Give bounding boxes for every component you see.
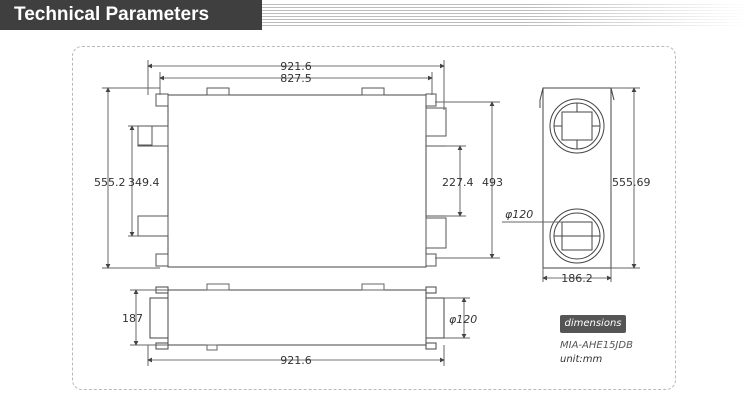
side-port-lower-outer <box>549 208 605 264</box>
dim-bottom-height: 187 <box>122 312 143 325</box>
top-right-port-lower <box>425 217 447 249</box>
top-bracket-2 <box>361 87 385 96</box>
dimensions-badge: dimensions <box>560 315 626 333</box>
top-left-port-upper-box <box>137 125 169 147</box>
header-stripes-decoration <box>262 4 750 26</box>
section-title: Technical Parameters <box>0 0 262 30</box>
dim-bottom-width: 921.6 <box>280 354 312 367</box>
dim-bottom-port-diameter: φ120 <box>449 313 477 326</box>
top-bracket-1 <box>206 87 230 96</box>
side-port-upper-outer <box>549 98 605 154</box>
bottom-view-body <box>167 289 427 346</box>
side-view-flap-right <box>610 87 615 101</box>
dim-inner-span: 227.4 <box>442 176 474 189</box>
model-number: MIA-AHE15JDB <box>560 340 633 351</box>
top-view-dimension-lines <box>105 63 495 269</box>
bottom-port-left <box>149 297 169 339</box>
dim-side-height: 555.69 <box>612 176 651 189</box>
top-left-port-lower-box <box>137 215 169 237</box>
unit-label: unit:mm <box>560 354 603 365</box>
bottom-port-right <box>425 297 445 339</box>
corner-bracket-br <box>425 253 437 267</box>
corner-bracket-bl <box>155 253 169 267</box>
dim-overall-width: 921.6 <box>280 60 312 73</box>
corner-bracket-tl <box>155 93 169 107</box>
dim-body-width: 827.5 <box>280 72 312 85</box>
dim-body-height: 493 <box>482 176 503 189</box>
side-view <box>502 87 640 282</box>
bottom-view <box>130 283 470 366</box>
drawing-frame <box>72 46 676 390</box>
dim-port-diameter-front: φ120 <box>505 208 533 221</box>
corner-bracket-tr <box>425 93 437 107</box>
top-view <box>102 60 500 269</box>
side-view-dimension-lines <box>542 87 637 281</box>
page-header: Technical Parameters <box>0 0 750 30</box>
top-left-port-upper <box>137 125 168 146</box>
side-view-flap-left <box>539 87 544 108</box>
dim-overall-height: 555.2 <box>94 176 126 189</box>
top-view-body <box>167 94 427 268</box>
bottom-view-dimension-lines <box>133 289 467 363</box>
top-right-port-upper <box>425 107 447 137</box>
dim-port-span: 349.4 <box>128 176 160 189</box>
dim-side-depth: 186.2 <box>561 272 593 285</box>
